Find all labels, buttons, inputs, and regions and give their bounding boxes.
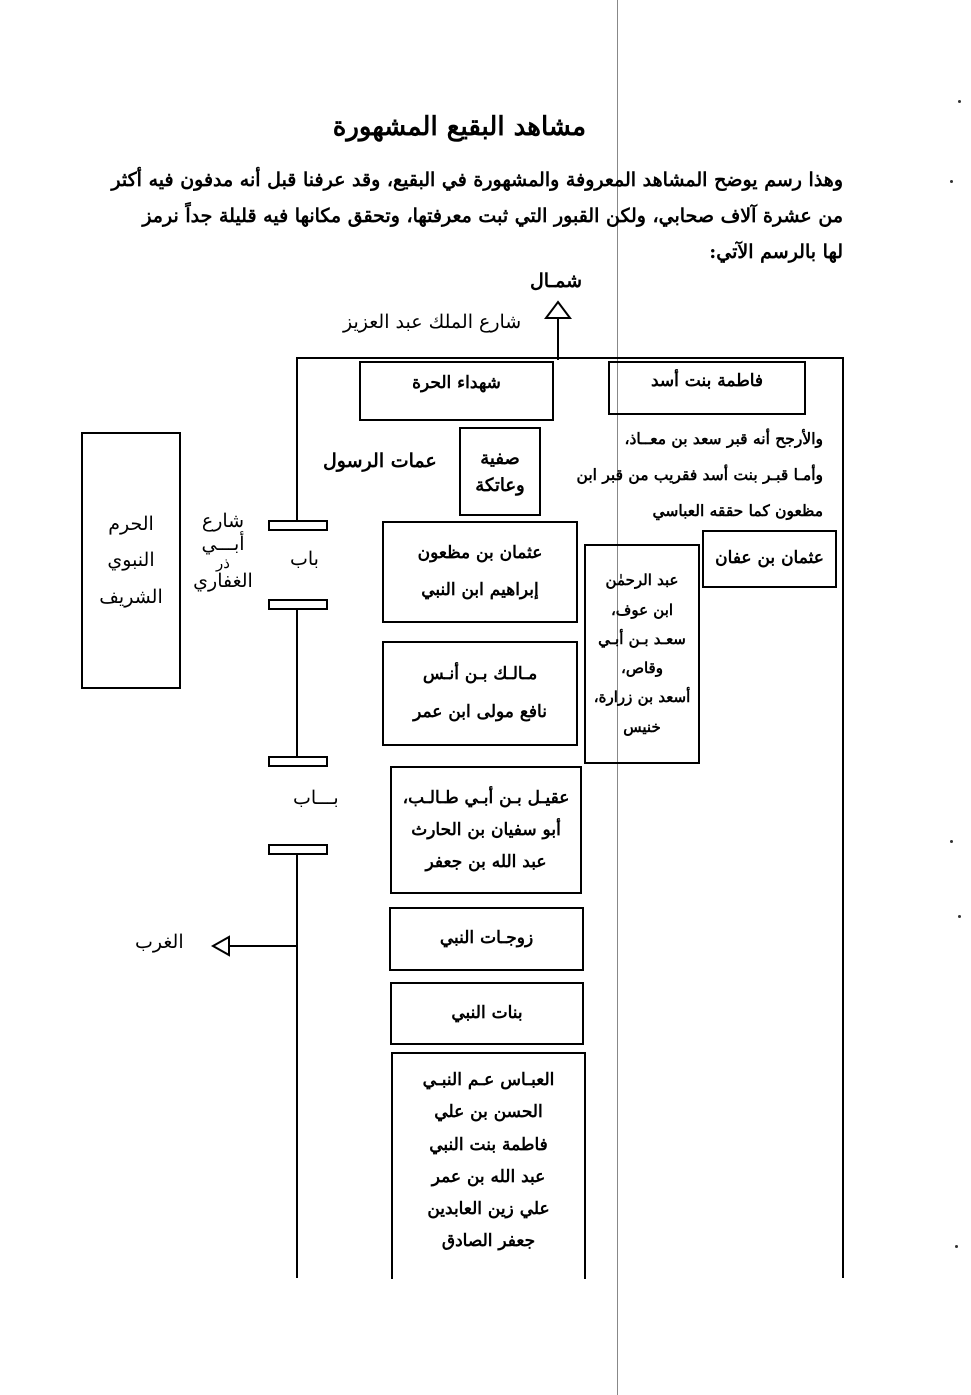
box-line: أبو سفيان بن الحارث bbox=[411, 819, 561, 840]
label-line: أبـــي bbox=[201, 533, 245, 555]
box-line: وقاص، bbox=[621, 659, 663, 677]
box-line: عبد الرحمٰن bbox=[605, 571, 679, 590]
box-line: أسعد بن زرارة، bbox=[593, 688, 691, 707]
box-line: العبـاس عـم النبـي bbox=[422, 1070, 555, 1090]
daughters-box: بنات النبي bbox=[390, 982, 584, 1045]
abu-dhar-street-label: شارع أبـــي ذر الغفاري bbox=[188, 510, 258, 593]
gate-label: باب bbox=[290, 548, 319, 570]
box-line: مـالـك بـن أنـس bbox=[422, 664, 538, 685]
margin-dot bbox=[955, 1245, 958, 1248]
note-line: مظعون كما حققه العباسي bbox=[652, 501, 823, 520]
note-text: والأرجح أنه قبر سعد بن معــاذ، وأمـا قبـ… bbox=[560, 421, 823, 529]
safiyya-box: صفية وعاتكة bbox=[459, 427, 541, 516]
box-line: عثمان بن مظعون bbox=[417, 542, 543, 563]
west-arrow-icon bbox=[210, 935, 298, 957]
page-bottom-margin bbox=[0, 1279, 971, 1395]
abdulrahman-box: عبد الرحمٰن ابن عوف، سعـد بـن أبـي وقاص،… bbox=[584, 544, 700, 764]
note-line: والأرجح أنه قبر سعد بن معــاذ، bbox=[624, 429, 823, 448]
west-label: الغرب bbox=[135, 931, 184, 953]
intro-line: وهذا رسم يوضح المشاهد المعروفة والمشهورة… bbox=[111, 169, 843, 191]
ammat-label: عمات الرسول bbox=[323, 450, 437, 472]
box-line: عبد الله بن عمر bbox=[431, 1166, 546, 1187]
label-line: شارع bbox=[201, 510, 245, 532]
aqil-box: عقيـل بـن أبـي طـالـب، أبو سفيان بن الحا… bbox=[390, 766, 582, 894]
north-label: شمـال bbox=[530, 270, 583, 292]
box-line: فاطمة بنت أسد bbox=[650, 371, 764, 391]
margin-dot bbox=[950, 840, 953, 843]
label-line: الغفاري bbox=[193, 570, 253, 592]
box-line: عبد الله بن جعفر bbox=[425, 852, 547, 873]
uthman-mazun-box: عثمان بن مظعون إبراهيم ابن النبي bbox=[382, 521, 578, 623]
north-street-label: شارع الملك عبد العزيز bbox=[343, 311, 522, 333]
wall-north bbox=[296, 357, 844, 359]
margin-dot bbox=[958, 100, 961, 103]
intro-line: من عشرة آلاف صحابي، ولكن القبور التي ثبت… bbox=[142, 205, 843, 227]
margin-dot bbox=[958, 915, 961, 918]
margin-dot bbox=[950, 180, 953, 183]
gate-post bbox=[268, 520, 328, 531]
north-arrow-icon bbox=[544, 300, 572, 360]
wall-east bbox=[842, 357, 844, 1278]
box-line: سعـد بـن أبـي bbox=[598, 629, 686, 648]
box-line: الحسن بن علي bbox=[434, 1102, 543, 1123]
wall-west bbox=[296, 357, 298, 521]
box-line: ابن عوف، bbox=[610, 600, 674, 619]
box-line: الشريف bbox=[99, 585, 163, 608]
gate-post bbox=[268, 599, 328, 610]
gate-label: بـــاب bbox=[293, 787, 339, 809]
gate-post bbox=[268, 844, 328, 855]
box-line: جعفر الصادق bbox=[441, 1231, 536, 1252]
box-line: وعاتكة bbox=[475, 474, 525, 496]
box-line: علي زين العابدين bbox=[427, 1199, 550, 1220]
box-line: عقيـل بـن أبـي طـالـب، bbox=[402, 787, 570, 808]
scan-fold-line bbox=[617, 0, 618, 1395]
page-title: مشاهد البقيع المشهورة bbox=[332, 112, 586, 142]
box-line: الحرم bbox=[108, 513, 154, 536]
box-line: عثمان بن عفان bbox=[715, 548, 824, 569]
malik-box: مـالـك بـن أنـس نافع مولى ابن عمر bbox=[382, 641, 578, 746]
uthman-affan-box: عثمان بن عفان bbox=[702, 530, 837, 588]
gate-post bbox=[268, 756, 328, 767]
box-line: فاطمة بنت النبي bbox=[429, 1134, 548, 1155]
box-line: نافع مولى ابن عمر bbox=[413, 701, 547, 722]
scan-fold-line bbox=[617, 1279, 618, 1395]
box-line: النبوي bbox=[107, 549, 155, 572]
box-line: إبراهيم ابن النبي bbox=[421, 580, 539, 600]
intro-line: لها بالرسم الآتي: bbox=[709, 241, 843, 263]
box-line: شهداء الحرة bbox=[412, 373, 501, 393]
intro-paragraph: وهذا رسم يوضح المشاهد المعروفة والمشهورة… bbox=[80, 162, 843, 270]
fatima-asad-box: فاطمة بنت أسد bbox=[608, 361, 806, 415]
box-line: بنات النبي bbox=[451, 1002, 523, 1023]
box-line: خنيس bbox=[623, 717, 661, 736]
note-line: وأمـا قبـر بنت أسد فقريب من قبر ابن bbox=[576, 465, 823, 484]
wives-box: زوجـات النبي bbox=[389, 907, 584, 971]
abbas-box: العبـاس عـم النبـي الحسن بن علي فاطمة بن… bbox=[391, 1052, 586, 1292]
haram-box: الحرم النبوي الشريف bbox=[81, 432, 181, 689]
shuhada-harra-box: شهداء الحرة bbox=[359, 361, 554, 421]
wall-west bbox=[296, 610, 298, 756]
label-line: ذر bbox=[216, 554, 230, 572]
box-line: زوجـات النبي bbox=[439, 928, 534, 949]
wall-west bbox=[296, 855, 298, 1278]
box-line: صفية bbox=[480, 447, 520, 469]
